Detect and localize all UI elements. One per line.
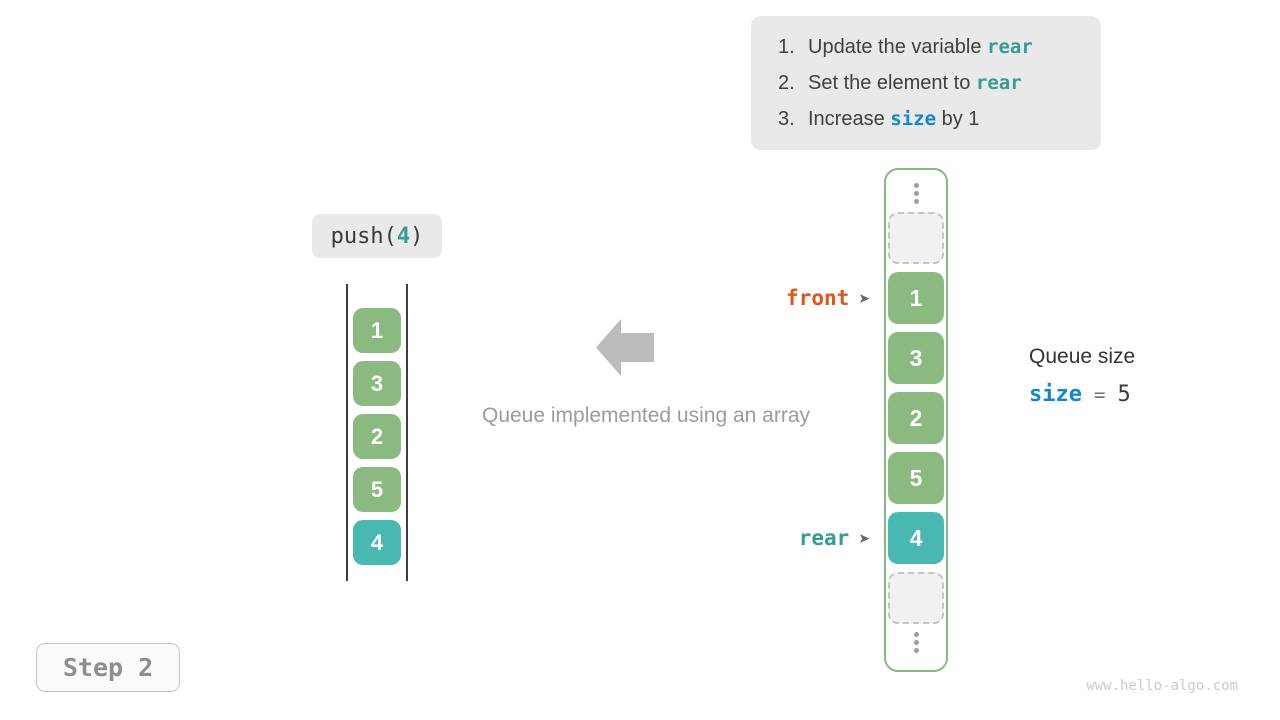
code-rear: rear [975, 72, 1022, 94]
watermark: www.hello-algo.com [1086, 678, 1238, 694]
step-badge: Step 2 [36, 643, 180, 692]
size-value: 5 [1117, 382, 1131, 407]
instruction-text: Set the element to rear [808, 72, 1022, 94]
queue-size-block: Queue size size = 5 [1029, 345, 1135, 407]
list-number: 2. [778, 72, 795, 94]
push-arg-value: 4 [396, 223, 411, 249]
array-cell: 1 [888, 272, 944, 324]
queue-size-expression: size = 5 [1029, 382, 1135, 407]
instruction-text: Increase size by 1 [808, 108, 980, 130]
instruction-box: 1. Update the variable rear 2. Set the e… [751, 16, 1101, 150]
ellipsis-icon [913, 183, 919, 204]
left-queue-rails: 1 3 2 5 4 [346, 284, 408, 581]
front-label: front [786, 286, 850, 310]
array-cell: 5 [888, 452, 944, 504]
size-variable: size [1029, 382, 1082, 407]
front-pointer: front ➤ [740, 285, 870, 311]
diagram-caption: Queue implemented using an array [481, 404, 811, 427]
array-cell-rear: 4 [888, 512, 944, 564]
push-fn-text: push( [330, 223, 397, 249]
queue-cell: 2 [353, 414, 401, 459]
array-cell-empty [888, 572, 944, 624]
queue-size-title: Queue size [1029, 345, 1136, 368]
pointer-arrow-icon: ➤ [858, 530, 870, 546]
push-close-paren: ) [410, 223, 424, 249]
array-cell: 2 [888, 392, 944, 444]
array-cell-empty [888, 212, 944, 264]
queue-cell: 1 [353, 308, 401, 353]
rear-label: rear [798, 526, 850, 550]
list-number: 3. [778, 108, 795, 130]
ellipsis-icon [913, 632, 919, 653]
equals-sign: = [1093, 384, 1106, 406]
list-number: 1. [778, 36, 795, 58]
instruction-step-2: 2. Set the element to rear [778, 65, 1101, 101]
arrow-left-icon [596, 319, 654, 376]
queue-cell-new: 4 [353, 520, 401, 565]
queue-cell: 5 [353, 467, 401, 512]
queue-cell: 3 [353, 361, 401, 406]
code-rear: rear [987, 36, 1033, 58]
instruction-step-1: 1. Update the variable rear [778, 29, 1101, 65]
instruction-step-3: 3. Increase size by 1 [778, 101, 1101, 137]
code-size: size [890, 108, 937, 130]
push-call-label: push(4) [312, 214, 442, 258]
pointer-arrow-icon: ➤ [858, 290, 870, 306]
instruction-text: Update the variable rear [808, 36, 1033, 58]
array-cell: 3 [888, 332, 944, 384]
array-container: 1 3 2 5 4 [884, 168, 948, 672]
rear-pointer: rear ➤ [740, 525, 870, 551]
